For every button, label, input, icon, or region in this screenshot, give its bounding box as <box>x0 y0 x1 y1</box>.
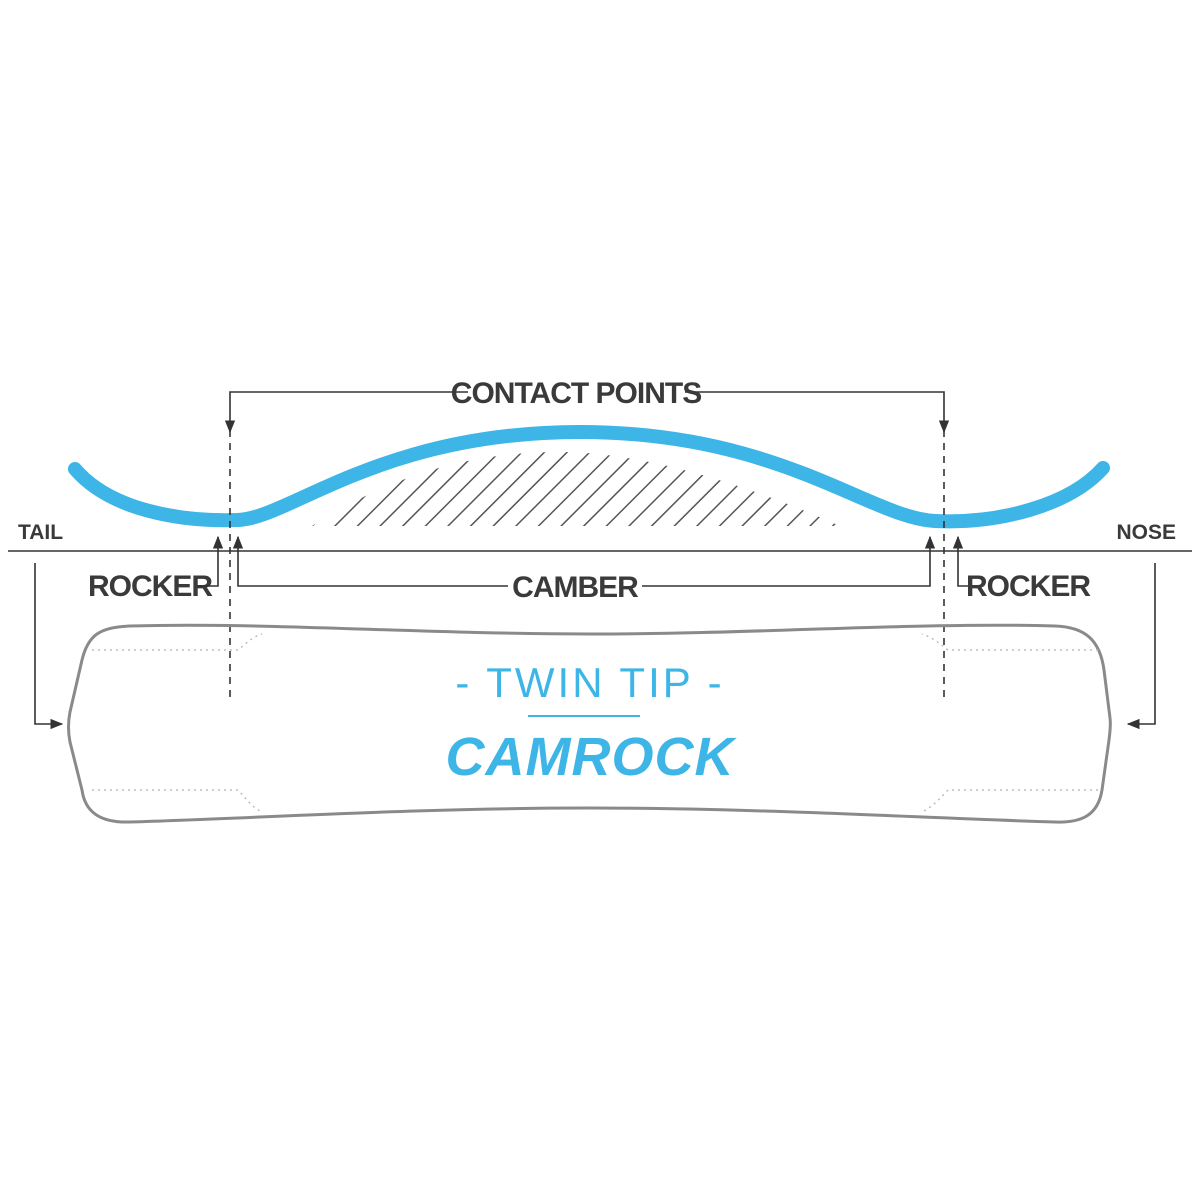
rocker-right-label: ROCKER <box>966 570 1091 603</box>
contact-points-bracket-left <box>224 391 468 434</box>
binding-zone-guide-right-bottom <box>921 789 1098 813</box>
binding-zone-guide-right-top <box>921 633 1098 651</box>
profile-type-label: - TWIN TIP - <box>455 659 724 706</box>
camber-label: CAMBER <box>512 571 639 604</box>
tail-label: TAIL <box>18 521 63 544</box>
board-profile-curve <box>68 424 1110 529</box>
binding-zone-guide-left-top <box>92 633 263 651</box>
camber-arrow-left <box>232 535 508 587</box>
binding-zone-guide-left-bottom <box>92 789 263 813</box>
contact-points-bracket-right <box>685 391 950 434</box>
nose-arrow <box>1126 563 1156 730</box>
nose-label: NOSE <box>1116 521 1176 544</box>
tail-arrow <box>34 563 64 730</box>
rocker-left-arrow <box>198 535 224 587</box>
contact-points-label: CONTACT POINTS <box>451 377 701 410</box>
board-outline <box>67 623 1112 824</box>
camber-arrow-right <box>642 535 936 587</box>
camber-hatch-area <box>312 452 840 526</box>
profile-name-title: CAMROCK <box>446 727 738 787</box>
rocker-right-arrow <box>952 535 980 587</box>
rocker-left-label: ROCKER <box>88 570 213 603</box>
